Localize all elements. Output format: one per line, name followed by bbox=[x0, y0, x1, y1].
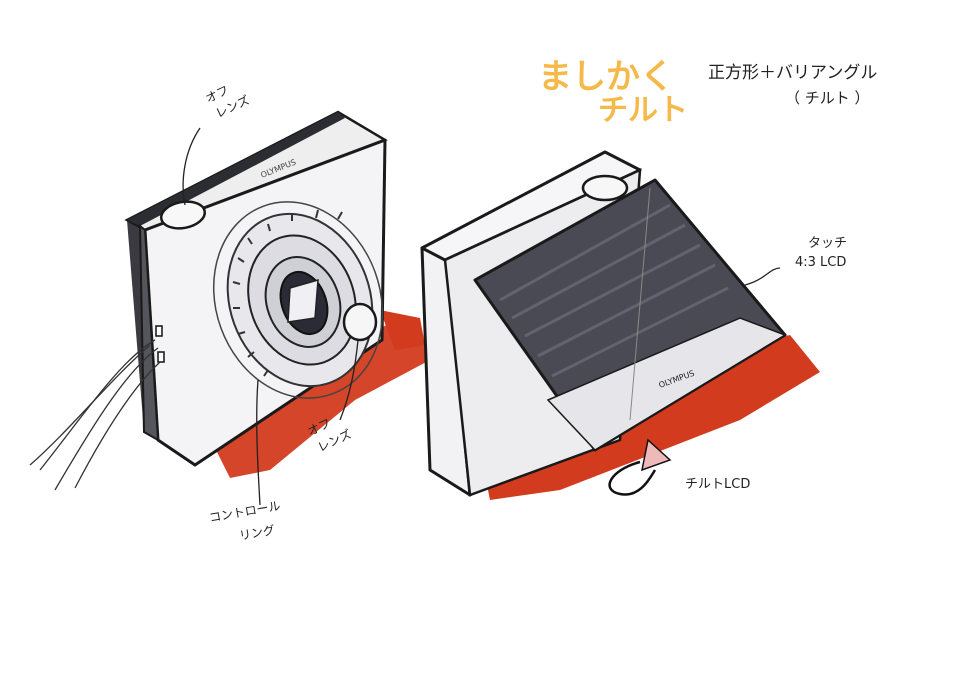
lens-aperture-icon bbox=[287, 278, 319, 323]
lens-bump-bottom bbox=[342, 302, 378, 342]
ring-knurls bbox=[232, 209, 343, 377]
side-button-1 bbox=[155, 325, 163, 337]
title-line1: ましかく bbox=[538, 57, 674, 97]
title-line2: チルト bbox=[598, 93, 688, 128]
label-control-ring-line2: リング bbox=[238, 523, 276, 543]
red-shadow-left-2 bbox=[380, 310, 425, 350]
lens-bump-top bbox=[159, 200, 207, 230]
lcd-reflection bbox=[499, 203, 729, 378]
label-control-ring-line1: コントロール bbox=[208, 499, 281, 525]
label-touch-lcd-line2: 4:3 LCD bbox=[795, 255, 846, 270]
top-bump-right bbox=[581, 174, 629, 202]
strap-icon bbox=[29, 339, 161, 491]
label-tilt-lcd: チルトLCD bbox=[685, 477, 750, 492]
camera-front-view: OLYMPUS bbox=[29, 110, 430, 491]
label-touch-lcd-line1: タッチ bbox=[808, 236, 847, 251]
control-ring-outer bbox=[212, 201, 384, 399]
rotate-arrow-icon bbox=[608, 460, 657, 496]
side-button-2 bbox=[157, 351, 165, 363]
subtitle-line2: （ チルト ） bbox=[785, 89, 870, 107]
label-touch-lcd: タッチ 4:3 LCD bbox=[744, 236, 847, 286]
subtitle-line1: 正方形＋バリアングル bbox=[708, 63, 877, 83]
camera-back-view: OLYMPUS bbox=[420, 150, 820, 500]
lcd-bezel bbox=[546, 317, 787, 451]
